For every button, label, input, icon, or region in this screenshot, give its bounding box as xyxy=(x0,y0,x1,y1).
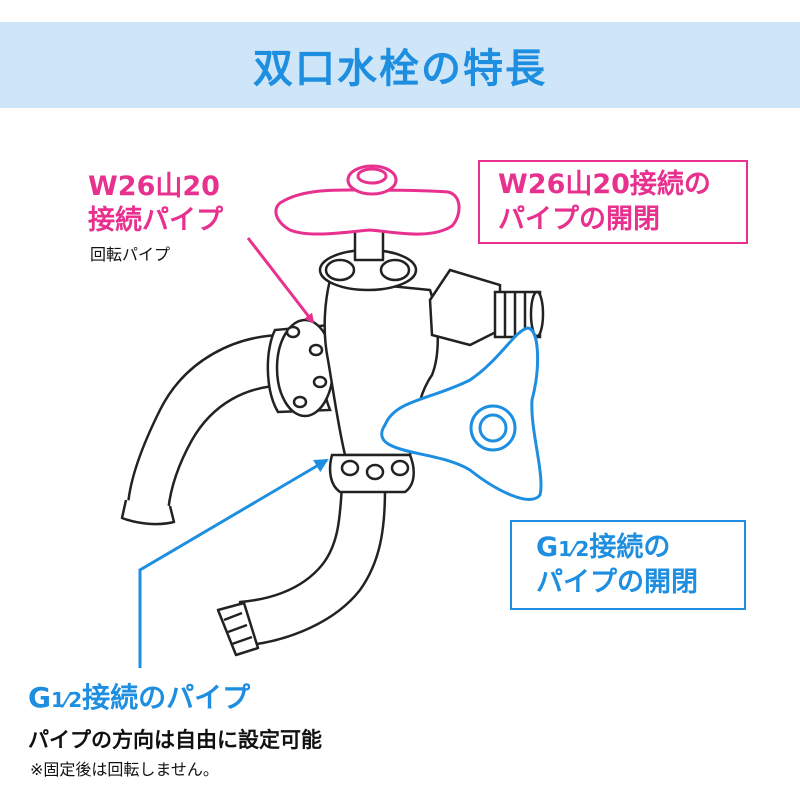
w26-valve-callout: W26山20接続の パイプの開閉 xyxy=(478,160,748,244)
g-half-pipe-label: G1⁄2接続のパイプ xyxy=(28,680,250,715)
g-half-union-nut xyxy=(328,453,415,494)
g-half-valve-callout-line1: G1⁄2接続の xyxy=(536,530,698,565)
page-title: 双口水栓の特長 xyxy=(253,46,547,92)
g-prefix: G xyxy=(28,681,51,714)
w26-valve-callout-line2: パイプの開閉 xyxy=(498,204,660,235)
g-prefix: G xyxy=(536,531,559,563)
w26-union-nut xyxy=(266,318,335,418)
w26-pipe-label: W26山20 接続パイプ xyxy=(88,170,223,238)
w26-valve-callout-line1: W26山20接続の xyxy=(498,168,711,200)
pink-pointer-arrow xyxy=(246,237,315,324)
pipe-text: 接続のパイプ xyxy=(82,681,251,714)
blue-pointer-arrow xyxy=(138,458,329,668)
fraction-half: 1⁄2 xyxy=(558,536,590,561)
w26-pipe-sublabel: 回転パイプ xyxy=(90,245,171,264)
g-half-pipe-direction-note: パイプの方向は自由に設定可能 xyxy=(28,728,322,752)
top-handle xyxy=(274,164,461,236)
side-handle xyxy=(380,326,543,501)
header-banner: 双口水栓の特長 xyxy=(0,22,800,108)
g-half-valve-callout-line2: パイプの開閉 xyxy=(536,567,698,598)
w26-pipe-label-line1: W26山20 xyxy=(88,171,220,202)
lower-spout xyxy=(216,483,387,657)
g-half-valve-callout: G1⁄2接続の パイプの開閉 xyxy=(510,520,746,610)
upper-spout xyxy=(120,333,292,526)
inlet-fitting xyxy=(428,268,545,347)
connection-text: 接続の xyxy=(589,531,671,563)
g-half-pipe-fixed-note: ※固定後は回転しません。 xyxy=(30,760,219,779)
w26-pipe-label-line2: 接続パイプ xyxy=(88,204,223,236)
fraction-half: 1⁄2 xyxy=(50,688,83,712)
